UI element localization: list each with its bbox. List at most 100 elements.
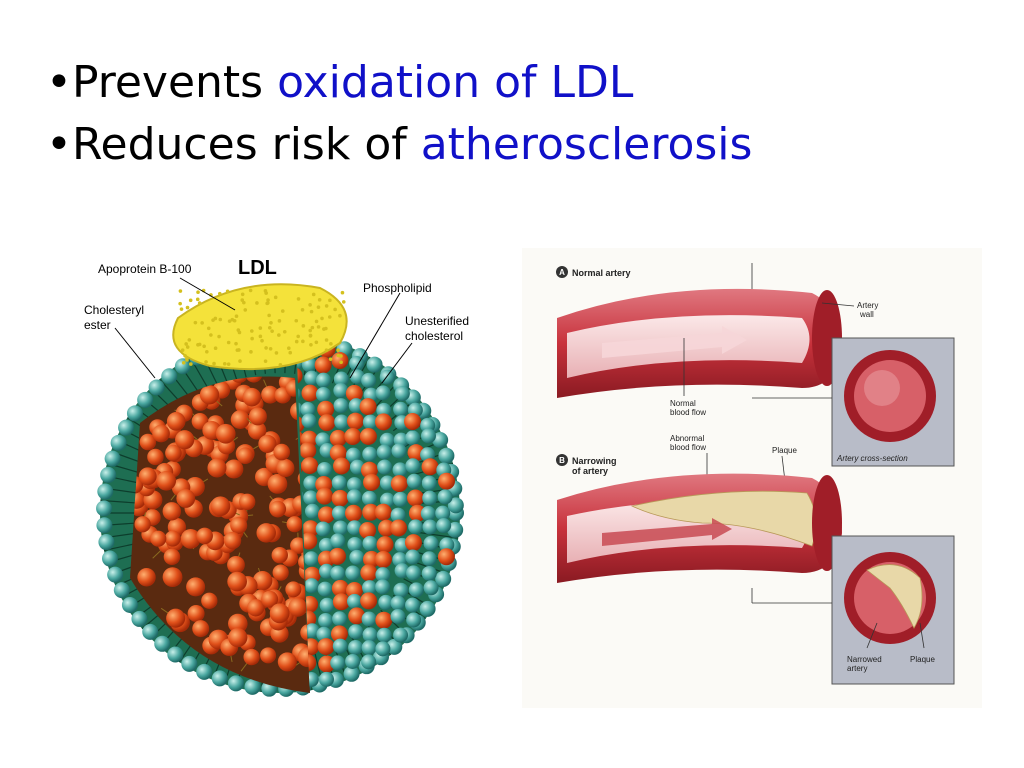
leader-line-cholesteryl: [114, 327, 156, 379]
ester-sphere: [230, 516, 248, 534]
surface-cholesterol-sphere: [390, 519, 408, 537]
apoprotein-dot: [311, 292, 316, 297]
surface-cholesterol-sphere: [421, 458, 439, 476]
surface-phospholipid-head: [345, 447, 361, 463]
surface-phospholipid-head: [362, 580, 378, 596]
apoprotein-dot: [336, 353, 341, 358]
surface-phospholipid-head: [379, 475, 395, 491]
surface-cholesterol-sphere: [360, 564, 378, 582]
rim-bead: [432, 432, 449, 449]
ester-sphere: [290, 537, 307, 554]
surface-phospholipid-head: [390, 507, 406, 523]
apoprotein-dot: [180, 348, 185, 352]
surface-cholesterol-sphere: [329, 444, 347, 462]
apoprotein-dot: [294, 339, 299, 344]
surface-cholesterol-sphere: [346, 412, 364, 430]
surface-phospholipid-head: [393, 582, 409, 598]
apoprotein-dot: [185, 305, 190, 310]
surface-cholesterol-sphere: [317, 400, 335, 418]
surface-cholesterol-sphere: [407, 444, 425, 462]
surface-phospholipid-head: [316, 372, 332, 388]
surface-phospholipid-head: [378, 594, 394, 610]
surface-phospholipid-head: [405, 549, 421, 565]
surface-phospholipid-head: [332, 611, 348, 627]
surface-phospholipid-head: [332, 638, 348, 654]
ester-sphere: [186, 577, 206, 597]
rim-bead: [131, 610, 148, 627]
surface-phospholipid-head: [423, 580, 439, 596]
surface-cholesterol-sphere: [301, 384, 319, 402]
surface-cholesterol-sphere: [344, 428, 362, 446]
rim-bead: [447, 521, 464, 538]
bullet-lead-text: Reduces risk of: [71, 119, 421, 170]
apoprotein-dot: [204, 360, 208, 364]
apoprotein-dot: [240, 292, 245, 297]
surface-cholesterol-sphere: [295, 367, 303, 385]
apoprotein-dot: [308, 303, 312, 307]
rim-bead: [227, 675, 244, 692]
apoprotein-dot: [232, 318, 237, 323]
apoprotein-dot: [260, 338, 264, 343]
ester-sphere: [150, 530, 167, 547]
apoprotein-dot: [185, 345, 190, 349]
rim-bead: [154, 635, 171, 652]
ester-sphere: [180, 528, 201, 549]
surface-phospholipid-head: [318, 563, 334, 579]
apoprotein-dot: [316, 325, 321, 329]
ester-sphere: [247, 599, 265, 617]
ester-sphere: [271, 546, 288, 564]
surface-cholesterol-sphere: [406, 489, 424, 507]
surface-phospholipid-head: [421, 551, 437, 567]
apoprotein-dot: [288, 350, 293, 355]
surface-cholesterol-sphere: [363, 473, 381, 491]
surface-phospholipid-head: [362, 627, 378, 643]
ester-sphere: [166, 412, 186, 431]
panel-a-letter: A: [559, 268, 565, 277]
artery-figure: A Normal artery Normal blood flow Artery…: [522, 248, 982, 708]
surface-phospholipid-head: [304, 503, 320, 519]
surface-phospholipid-head: [421, 565, 437, 581]
surface-phospholipid-head: [406, 473, 422, 489]
apoprotein-dot: [235, 348, 240, 352]
rim-bead: [126, 405, 143, 422]
apoprotein-dot: [226, 340, 231, 345]
surface-cholesterol-sphere: [359, 521, 377, 539]
apoprotein-dot: [197, 301, 202, 305]
surface-cholesterol-sphere: [374, 550, 392, 568]
surface-cholesterol-sphere: [348, 607, 366, 625]
ester-sphere: [261, 590, 279, 608]
ester-sphere: [258, 434, 277, 453]
apoprotein-dot: [300, 308, 305, 312]
bullet-item-atherosclerosis: •Reduces risk of atherosclerosis: [46, 114, 752, 176]
ester-sphere: [192, 620, 210, 638]
label-plaque-top: Plaque: [772, 446, 797, 455]
apoprotein-dot: [341, 300, 346, 304]
label-normal-flow-1: Normal: [670, 399, 696, 408]
surface-cholesterol-sphere: [390, 475, 408, 493]
ester-sphere: [239, 493, 256, 511]
surface-phospholipid-head: [392, 491, 408, 507]
rim-bead: [196, 663, 213, 680]
surface-phospholipid-head: [303, 551, 319, 567]
apoprotein-dot: [324, 326, 328, 331]
ester-sphere: [228, 613, 248, 634]
surface-phospholipid-head: [393, 627, 409, 643]
surface-phospholipid-head: [318, 537, 334, 553]
bullet-lead-text: Prevents: [71, 57, 278, 108]
ester-sphere: [163, 548, 181, 566]
ester-sphere: [248, 407, 267, 426]
surface-phospholipid-head: [348, 624, 364, 640]
rim-bead: [118, 419, 135, 436]
normal-flow-arrow: [602, 326, 747, 358]
apoprotein-dot: [267, 325, 272, 330]
surface-cholesterol-sphere: [331, 489, 349, 507]
apoprotein-dot: [328, 298, 332, 303]
surface-cholesterol-sphere: [344, 504, 362, 522]
ester-sphere: [242, 387, 262, 407]
ester-sphere: [139, 433, 157, 451]
rim-bead: [438, 447, 455, 464]
ester-sphere: [166, 608, 186, 628]
ester-sphere: [273, 443, 291, 461]
rim-bead: [96, 517, 113, 534]
surface-cholesterol-sphere: [332, 593, 350, 611]
